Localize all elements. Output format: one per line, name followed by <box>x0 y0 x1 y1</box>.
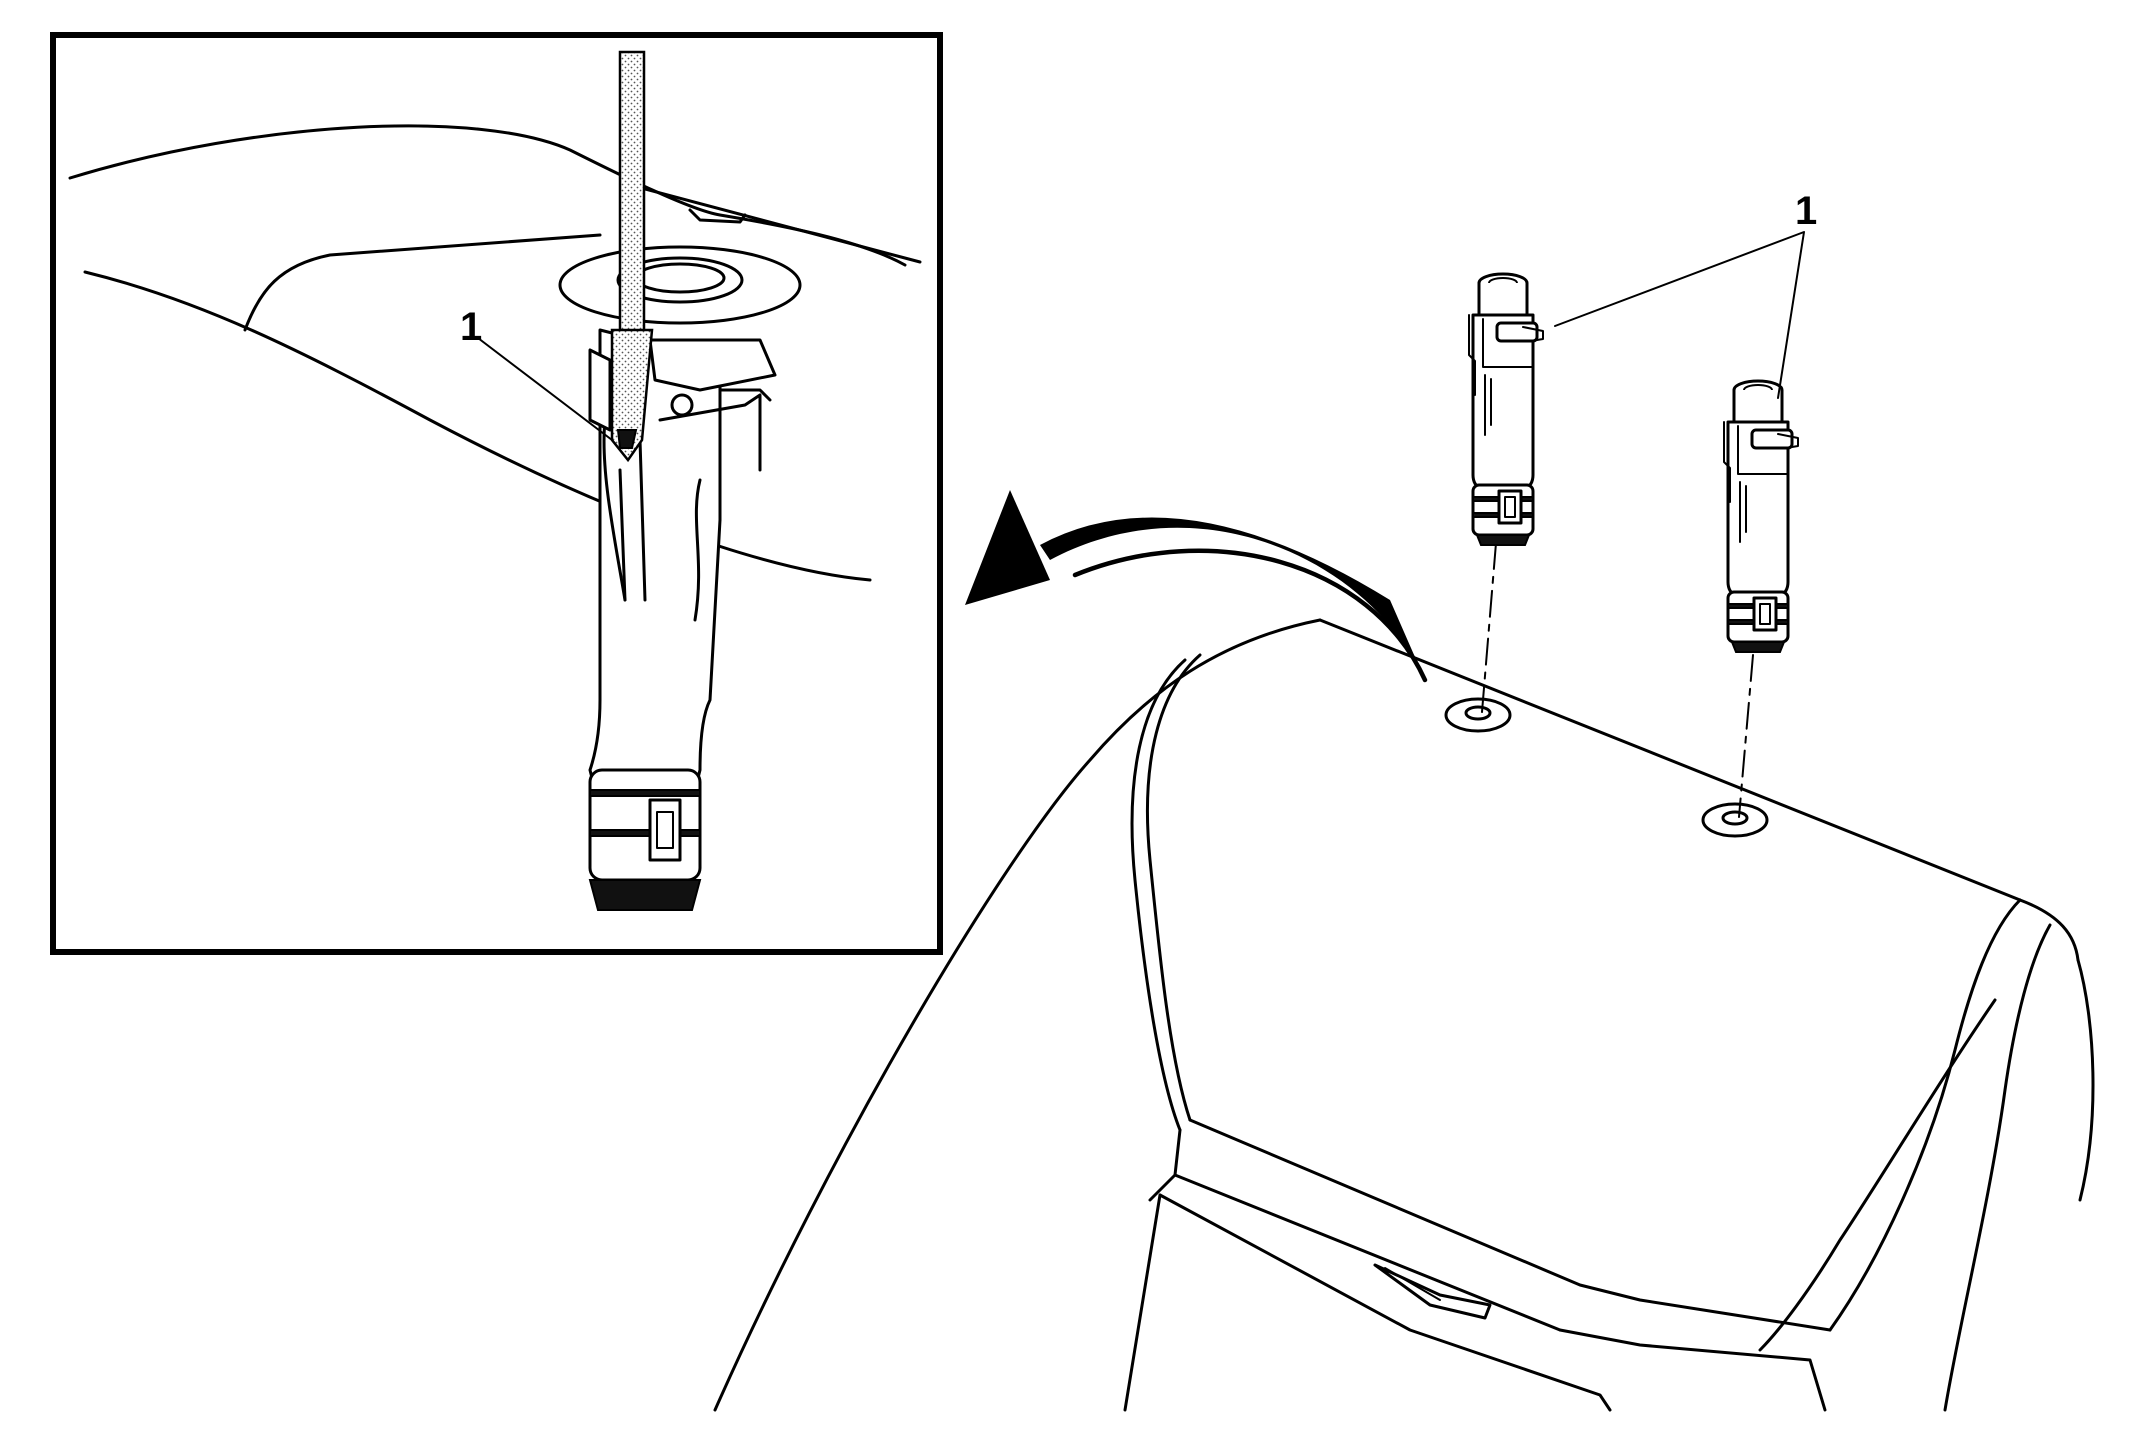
detail-inset: 1 <box>50 32 943 955</box>
connector-hole-right <box>1701 802 1769 838</box>
direction-arrow <box>965 490 1428 683</box>
screwdriver-tip <box>610 328 654 463</box>
callout-leader-main <box>1554 231 1805 399</box>
callout-leader-inset <box>477 337 613 441</box>
callout-label-inset: 1 <box>460 305 482 349</box>
install-guide-left <box>1481 542 1497 713</box>
callout-label-main: 1 <box>1795 189 1817 233</box>
screwdriver-shaft <box>618 50 646 344</box>
usb-connector-right <box>1722 379 1800 654</box>
usb-connector-left <box>1467 272 1545 547</box>
console-armrest <box>713 618 2095 1412</box>
connector-hole-left <box>1444 697 1512 733</box>
install-guide-right <box>1738 654 1754 818</box>
